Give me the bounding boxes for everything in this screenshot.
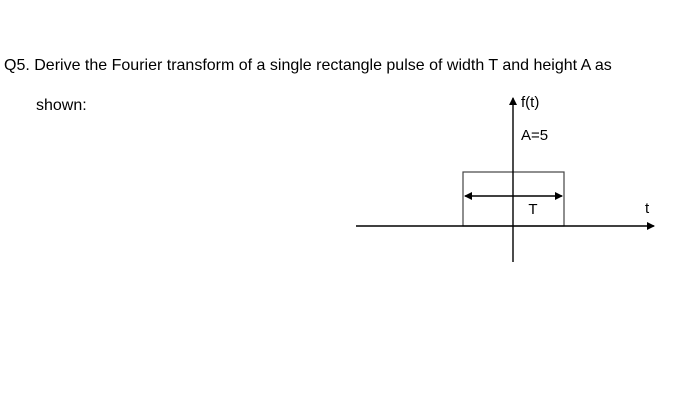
question-line-2: shown: bbox=[36, 97, 87, 114]
question-text: Q5. Derive the Fourier transform of a si… bbox=[4, 56, 694, 114]
amplitude-label: A=5 bbox=[521, 127, 548, 144]
y-axis-label: f(t) bbox=[521, 94, 539, 111]
question-body: Derive the Fourier transform of a single… bbox=[34, 57, 612, 74]
question-line-1: Q5. Derive the Fourier transform of a si… bbox=[4, 56, 694, 76]
x-axis-label: t bbox=[645, 200, 650, 217]
width-label: T bbox=[528, 201, 537, 218]
question-number: Q5. bbox=[4, 57, 30, 74]
